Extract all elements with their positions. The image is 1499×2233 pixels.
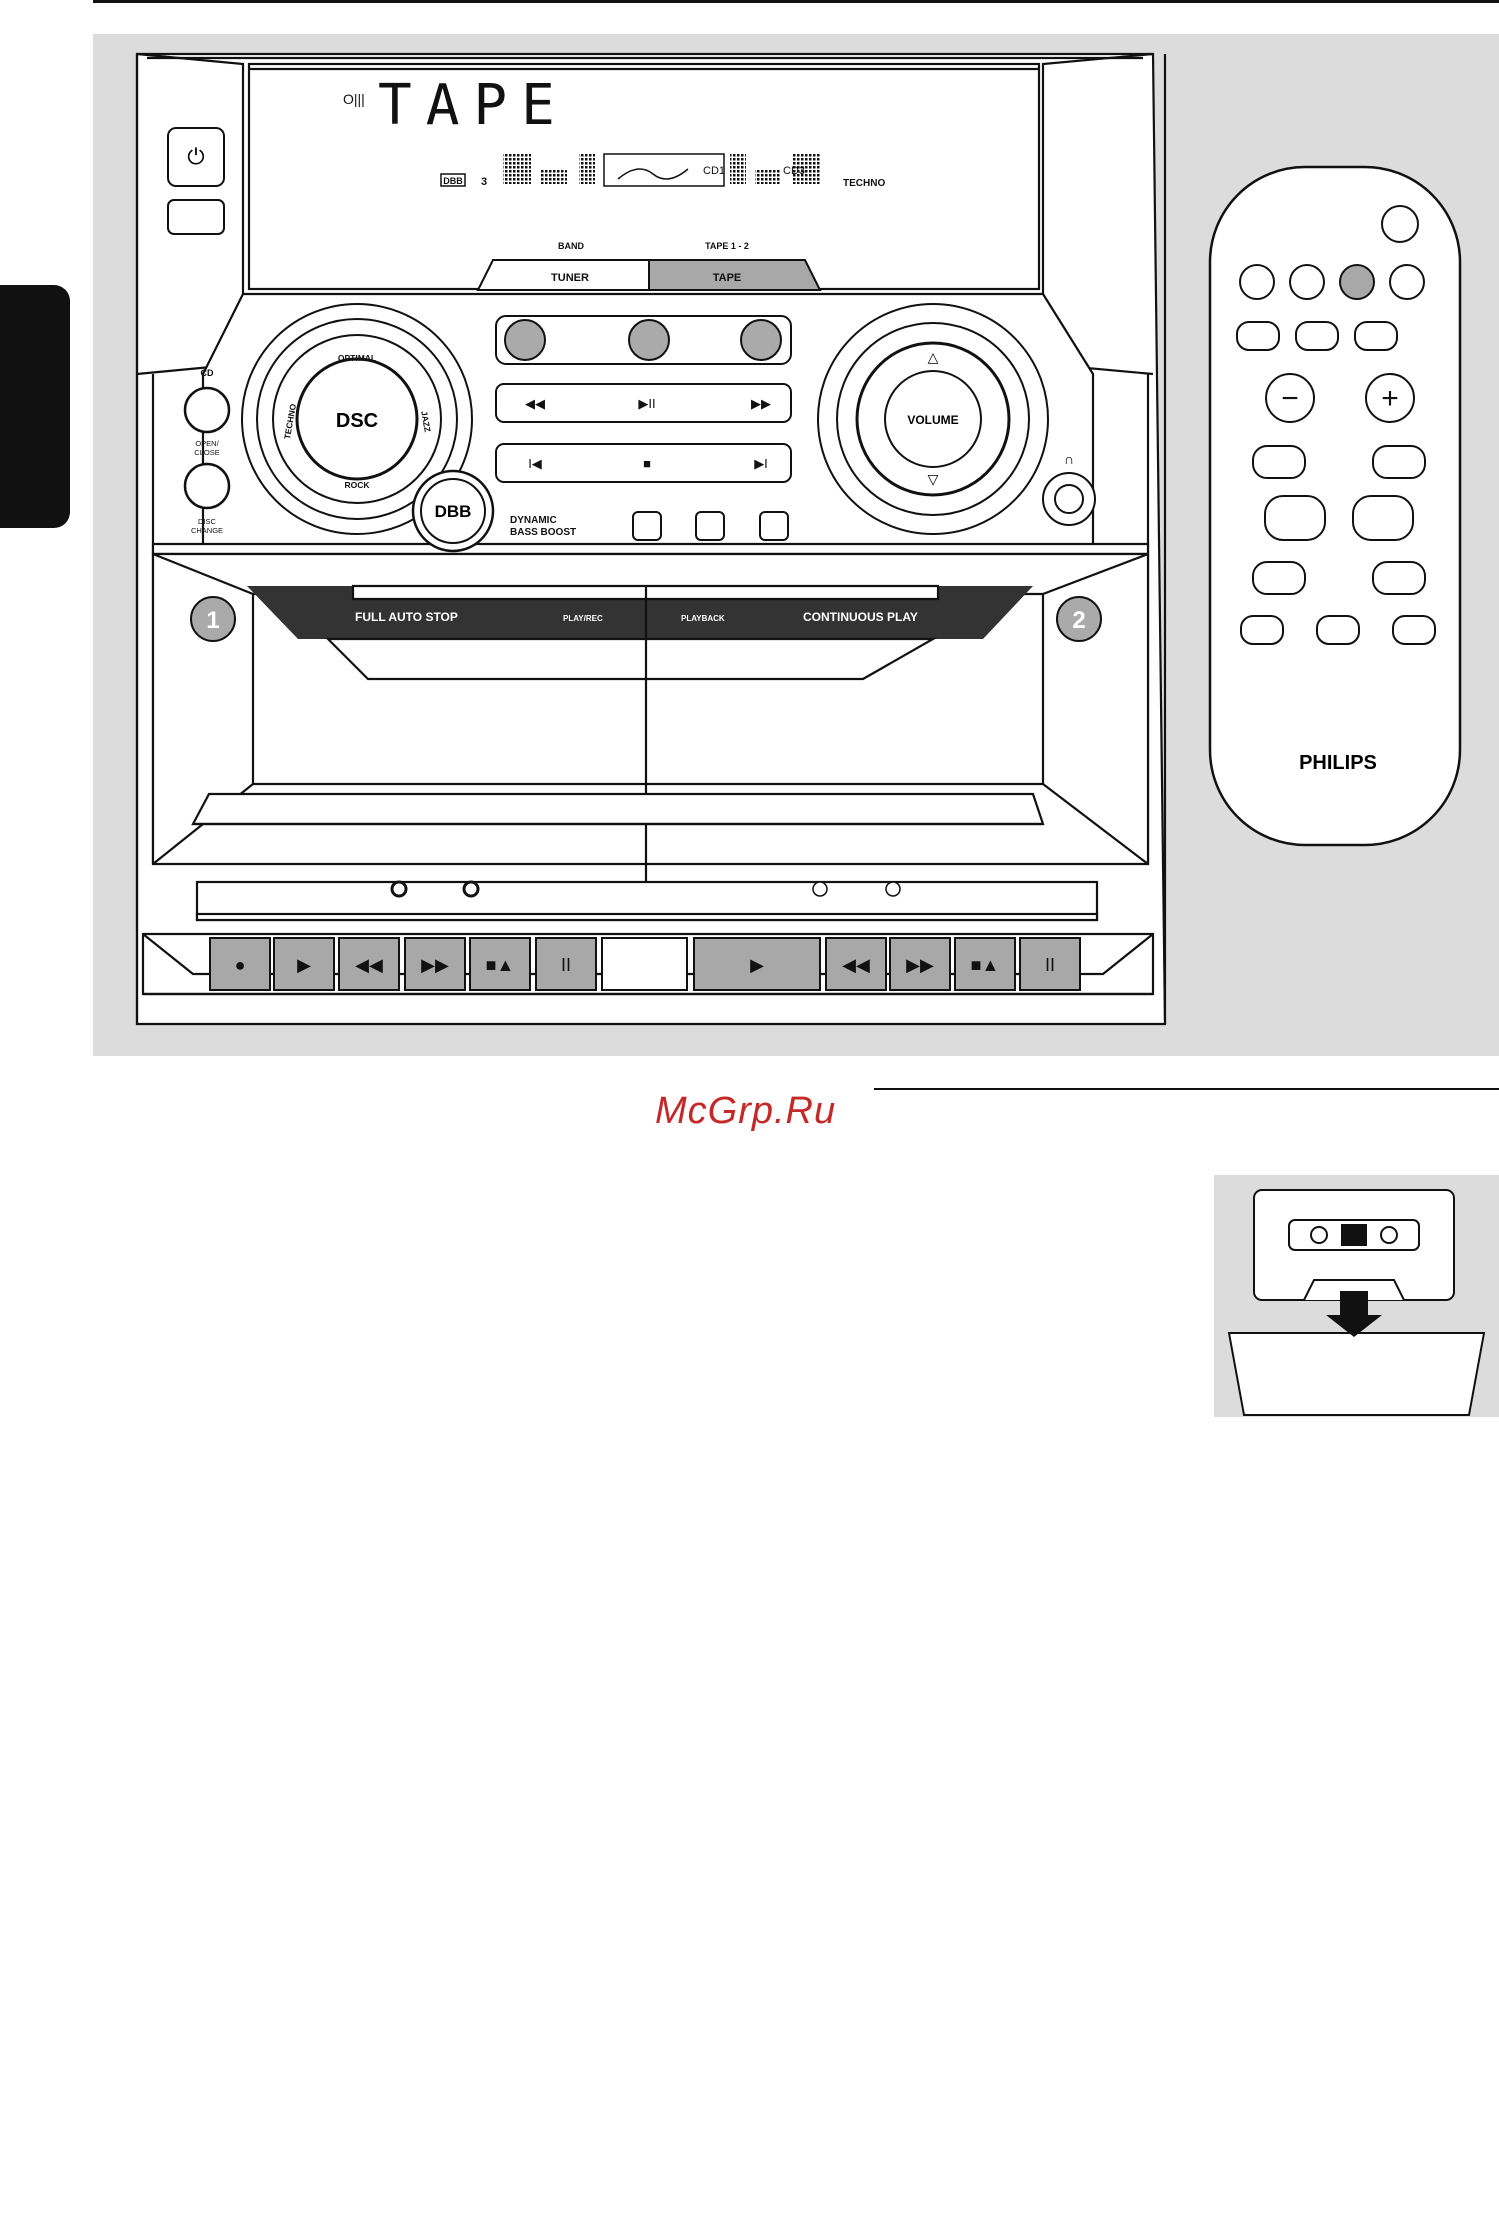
play-icon: ▶ [750, 955, 764, 975]
deck-2-number: 2 [1072, 607, 1085, 634]
tuner-button[interactable]: TUNER [551, 272, 589, 284]
band-label: BAND [558, 241, 584, 251]
previous-icon: I◀ [528, 456, 542, 471]
svg-text:PLAY/REC: PLAY/REC [563, 614, 603, 623]
stop-eject-icon: ■▲ [971, 955, 1000, 975]
stop-icon: ■ [643, 456, 651, 471]
stop-eject-icon: ■▲ [486, 955, 515, 975]
section-rule [874, 1088, 1499, 1090]
headphone-icon: ∩ [1064, 451, 1074, 467]
svg-text:DYNAMIC: DYNAMIC [510, 515, 557, 526]
lcd-eq: TECHNO [843, 178, 885, 189]
power-icon: ⏻ [187, 144, 204, 169]
cd-label: CD [201, 368, 214, 378]
dsc-knob[interactable]: DSC [336, 410, 378, 432]
pause-icon: II [561, 955, 571, 975]
lcd-dbb-level: 3 [481, 176, 487, 188]
plus-icon: + [1381, 382, 1399, 415]
svg-text:FULL AUTO STOP: FULL AUTO STOP [355, 610, 458, 624]
section-side-tab [0, 285, 70, 528]
svg-text:PLAYBACK: PLAYBACK [681, 614, 725, 623]
tape-1-2-label: TAPE 1 - 2 [705, 241, 749, 251]
svg-text:OPTIMAL: OPTIMAL [338, 353, 376, 363]
svg-text:CONTINUOUS PLAY: CONTINUOUS PLAY [803, 610, 918, 624]
play-pause-icon: ▶II [638, 396, 655, 411]
top-rule [93, 0, 1499, 3]
lcd-main-text: TAPE [378, 73, 569, 138]
lcd-dbb: DBB [443, 176, 463, 186]
stereo-illustration: ⏻ O||| TAPE DBB 3 CD1 CD3 TECHNO BAND TA… [93, 34, 1499, 1056]
play-icon: ▶ [297, 955, 311, 975]
dbb-button[interactable]: DBB [435, 502, 472, 521]
svg-text:CHANGE: CHANGE [191, 526, 223, 535]
fast-forward-icon: ▶▶ [906, 955, 934, 975]
fast-forward-icon: ▶▶ [421, 955, 449, 975]
svg-text:BASS BOOST: BASS BOOST [510, 527, 576, 538]
remote-brand: PHILIPS [1299, 752, 1377, 774]
svg-text:ROCK: ROCK [344, 480, 370, 490]
cassette-insert-illustration [1214, 1175, 1499, 1417]
lcd-cd-left: CD1 [703, 165, 725, 177]
svg-text:DISC: DISC [198, 517, 217, 526]
pause-icon: II [1045, 955, 1055, 975]
volume-up-icon: △ [928, 349, 939, 365]
tape-indicator-icon: O||| [343, 91, 365, 107]
rewind-icon: ◀◀ [525, 396, 545, 411]
rewind-icon: ◀◀ [842, 955, 870, 975]
volume-knob[interactable]: VOLUME [907, 413, 958, 427]
tape-button[interactable]: TAPE [713, 272, 742, 284]
svg-text:OPEN/: OPEN/ [195, 439, 219, 448]
svg-text:CLOSE: CLOSE [194, 448, 219, 457]
minus-icon: − [1281, 382, 1299, 415]
rewind-icon: ◀◀ [355, 955, 383, 975]
watermark: McGrp.Ru [655, 1090, 836, 1133]
fast-forward-icon: ▶▶ [751, 396, 771, 411]
next-icon: ▶I [754, 456, 768, 471]
record-icon: ● [235, 955, 246, 975]
deck-1-number: 1 [206, 607, 219, 634]
volume-down-icon: ▽ [928, 471, 939, 487]
